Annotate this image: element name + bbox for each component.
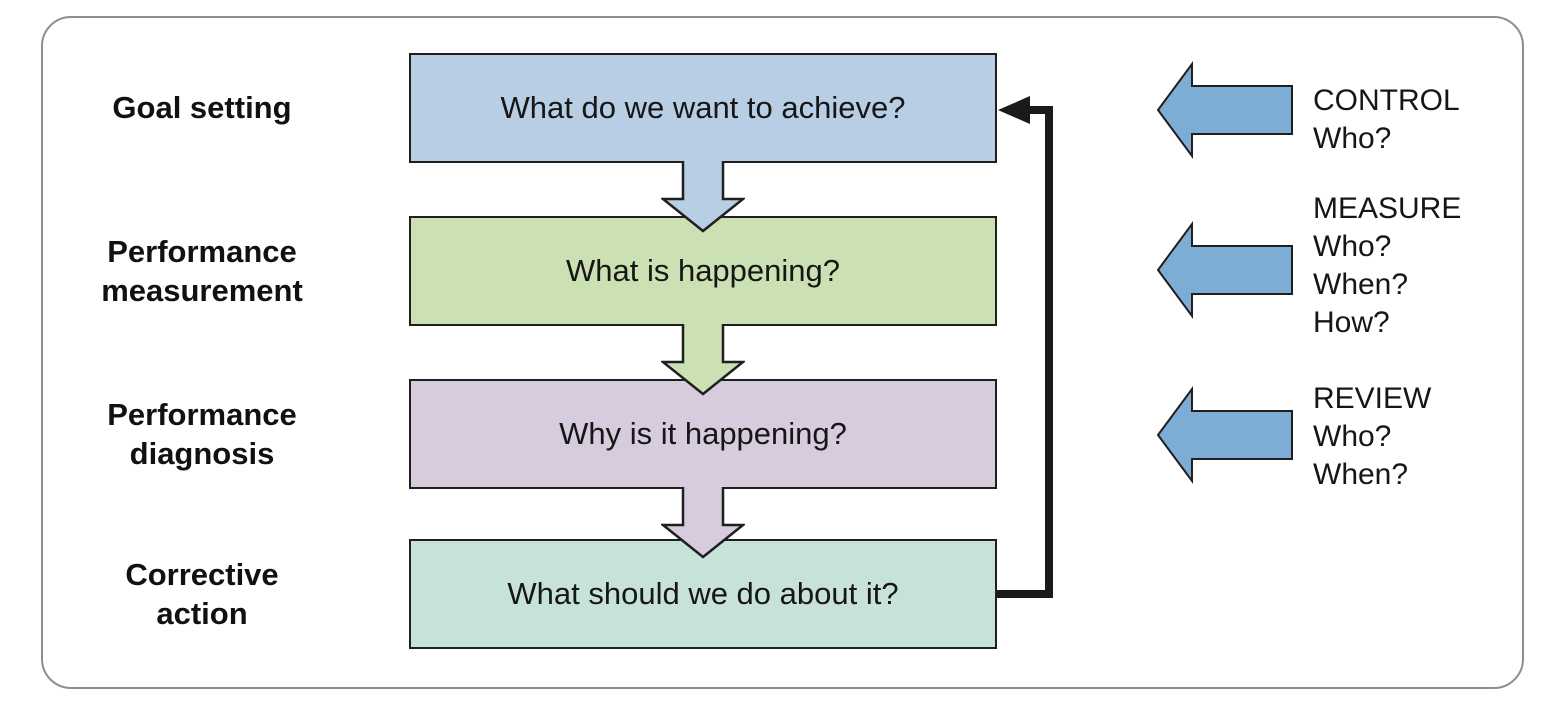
- stage-label-performance-measurement: Performance measurement: [101, 234, 303, 308]
- feedback-loop-top-segment: [1027, 106, 1053, 114]
- annotation-measure: MEASURE Who? When? How?: [1313, 192, 1462, 339]
- stage-label-goal-setting: Goal setting: [112, 90, 292, 125]
- side-arrow-left-icon: [1156, 220, 1293, 320]
- flow-arrow-down-icon: [661, 324, 745, 396]
- feedback-loop-arrowhead-icon: [998, 96, 1030, 124]
- feedback-loop-bottom-segment: [997, 590, 1053, 598]
- stage-box-goal-setting: What do we want to achieve?: [409, 53, 997, 163]
- annotation-review: REVIEW Who? When?: [1313, 382, 1432, 491]
- side-arrow-left-icon: [1156, 60, 1293, 160]
- flow-arrow-down-icon: [661, 487, 745, 559]
- flow-arrow-down-icon: [661, 161, 745, 233]
- feedback-loop-vertical-segment: [1045, 106, 1053, 598]
- stage-box-text: What should we do about it?: [507, 576, 899, 611]
- stage-label-corrective-action: Corrective action: [125, 557, 279, 631]
- stage-box-performance-measurement: What is happening?: [409, 216, 997, 326]
- stage-box-text: What is happening?: [565, 253, 841, 288]
- side-arrow-left-icon: [1156, 385, 1293, 485]
- stage-box-performance-diagnosis: Why is it happening?: [409, 379, 997, 489]
- stage-box-text: Why is it happening?: [559, 416, 847, 451]
- stage-box-text: What do we want to achieve?: [500, 90, 906, 125]
- annotation-control: CONTROL Who?: [1313, 84, 1460, 155]
- stage-label-performance-diagnosis: Performance diagnosis: [107, 397, 297, 471]
